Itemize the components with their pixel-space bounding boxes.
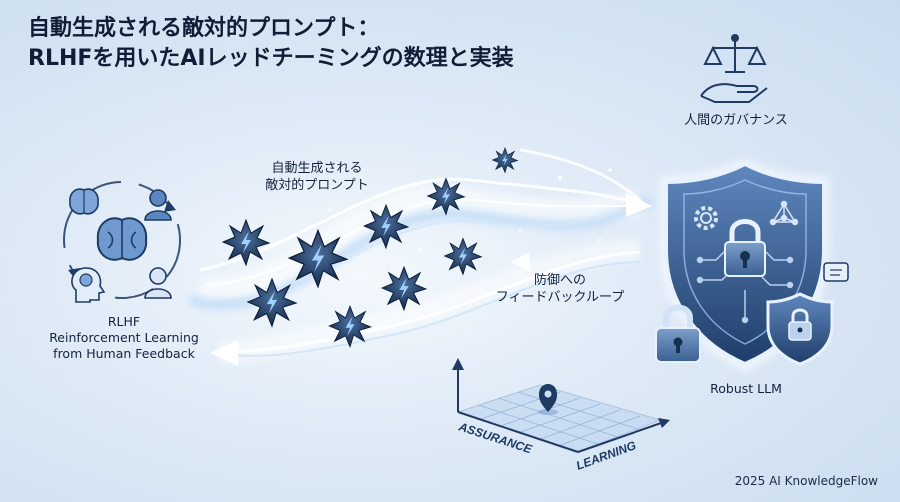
- title-line-1: 自動生成される敵対的プロンプト：: [28, 16, 380, 41]
- adversarial-label-line-2: 敵対的プロンプト: [265, 178, 369, 193]
- brain-icon: [96, 217, 148, 261]
- padlock-icon: [655, 304, 701, 363]
- defense-feedback-label: 防御への フィードバックループ: [480, 272, 640, 306]
- defense-label-line-2: フィードバックループ: [495, 290, 625, 305]
- footer-credit: 2025 AI KnowledgeFlow: [734, 474, 878, 488]
- padlock-icon: [724, 219, 766, 277]
- rlhf-label-line-2: Reinforcement Learning: [49, 330, 199, 345]
- adversarial-label-line-1: 自動生成される: [271, 161, 363, 176]
- attack-burst-icon: [288, 229, 348, 288]
- attack-burst-icon: [444, 237, 482, 275]
- adversarial-prompt-label: 自動生成される 敵対的プロンプト: [252, 160, 382, 194]
- person-head-brain-icon: [71, 267, 106, 303]
- rlhf-label: RLHF Reinforcement Learning from Human F…: [34, 314, 214, 362]
- rlhf-label-line-1: RLHF: [107, 314, 141, 329]
- gear-icon: [694, 206, 718, 230]
- person-icon: [144, 189, 172, 221]
- sparkles: [328, 168, 612, 252]
- brain-icon: [69, 188, 99, 215]
- attack-burst-icon: [247, 278, 297, 327]
- chip-icon: [823, 262, 849, 282]
- attack-burst-icon: [328, 305, 372, 348]
- arrow-to-rlhf-icon: [210, 340, 238, 366]
- arrow-to-llm-icon: [626, 193, 652, 217]
- page-title: 自動生成される敵対的プロンプト： RLHFを用いたAIレッドチーミングの数理と実…: [28, 14, 514, 74]
- person-icon: [144, 267, 172, 299]
- governance-label: 人間のガバナンス: [684, 113, 788, 128]
- scales-icon: [700, 34, 768, 103]
- feedback-stream: [210, 239, 641, 366]
- attack-burst-icon: [381, 266, 427, 311]
- assurance-learning-grid: ASSURANCE LEARNING: [452, 358, 670, 473]
- attack-burst-icon: [222, 219, 270, 266]
- defense-label-line-1: 防御への: [533, 273, 586, 288]
- attack-burst-icon: [363, 204, 409, 249]
- small-shield-icon: [766, 292, 834, 366]
- attack-burst-icon: [492, 147, 518, 173]
- location-pin-icon: [538, 384, 558, 415]
- rlhf-label-line-3: from Human Feedback: [53, 346, 195, 361]
- network-icon: [769, 200, 799, 226]
- attack-burst-icon: [427, 177, 465, 215]
- robust-llm-label: Robust LLM: [710, 381, 782, 396]
- title-line-2: RLHFを用いたAIレッドチーミングの数理と実装: [28, 46, 514, 71]
